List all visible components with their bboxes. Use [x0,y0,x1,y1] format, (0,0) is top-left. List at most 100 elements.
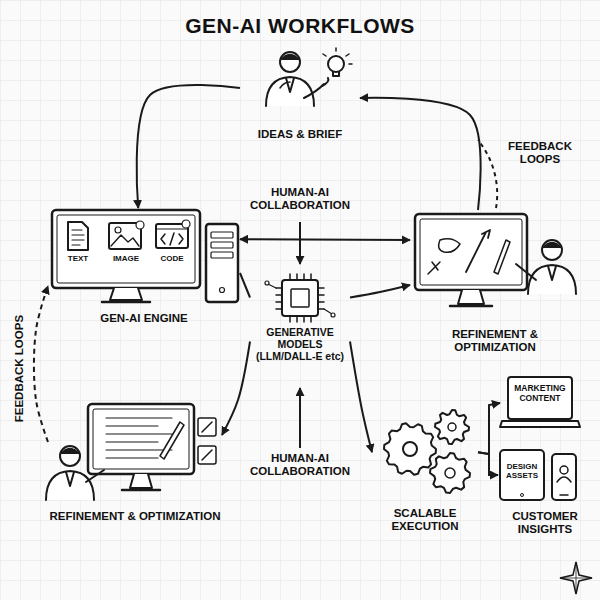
node-text: DESIGN ASSETS [498,462,546,480]
cross-tools [428,262,440,274]
phone-body [552,454,576,500]
tool-pencil [202,422,212,460]
compass-star [560,562,592,594]
person-hair [542,242,562,248]
node-engine: GEN-AI ENGINETEXTIMAGECODE [48,208,240,338]
flow-connector [240,273,250,298]
person-tie [66,472,74,486]
annotation-label: FEEDBACK LOOPS [13,309,26,429]
node-laptop: MARKETING CONTENT [500,375,580,431]
light-bulb [328,56,344,72]
person-head [542,240,562,260]
annotation-label: HUMAN-AI COLLABORATION [240,452,360,478]
laptop-screen [508,377,572,419]
raised-hand [304,84,324,98]
node-label: IMAGE [104,254,148,263]
flow-connector [240,238,410,241]
node-doc: TEXT [58,218,98,270]
monitor-inner [93,409,189,469]
node-refineL: REFINEMENT & OPTIMIZATION [48,400,222,540]
person-body [46,471,94,500]
gear [435,410,469,444]
text-line [106,457,158,458]
text-line [106,433,172,434]
node-illustration [372,405,478,540]
chip-core [291,289,309,307]
working-arm [86,470,104,482]
document-lines [72,230,84,245]
flow-connector [360,98,481,210]
document-icon [68,222,88,250]
node-label: CODE [152,254,192,263]
code-gear [182,220,190,228]
monitor-inner [57,215,195,283]
node-code: CODE [152,218,192,270]
node-label: MARKETING CONTENT [508,384,572,404]
flow-connector [350,285,410,298]
annotation-label: FEEDBACK LOOPS [500,140,580,166]
text-line [106,441,158,442]
person-tie [548,266,556,280]
monitor-stand [110,288,142,300]
node-label: REFINEMENT & OPTIMIZATION [48,510,222,523]
bulb-rays [323,48,352,64]
person-body [266,77,314,106]
monitor-base [122,489,160,492]
node-illustration [250,270,350,380]
compass-star [560,562,592,594]
flow-connector [478,452,498,475]
node-illustration [548,452,578,502]
flow-connector [34,286,48,442]
monitor-stand [458,290,484,304]
annotation-label: HUMAN-AI COLLABORATION [235,186,365,212]
node-text: SCALABLE EXECUTION [372,507,478,533]
node-idea: IDEAS & BRIEF [240,48,360,148]
monitor-base [450,305,492,308]
picture-sun [115,227,121,233]
tower-button [220,288,225,293]
node-chip: GENERATIVE MODELS (LLM/DALL-E etc) [250,270,350,380]
gear-hub [403,442,417,456]
paint-palette [439,239,460,253]
tower-slot [211,242,233,248]
gear-hub [448,423,456,431]
node-text: TEXT [58,254,98,263]
chin-hand [280,82,290,88]
chip-body [282,280,318,316]
person-hair [60,448,80,454]
picture-gear [136,221,144,229]
node-label: SCALABLE EXECUTION [372,507,478,533]
monitor-stand [130,474,152,488]
raised-hand [322,78,328,86]
phone-user-head [560,466,568,474]
node-label: REFINEMENT & OPTIMIZATION [425,328,565,354]
node-text: CODE [152,254,192,263]
gear [384,423,436,474]
node-pic: IMAGE [104,218,148,270]
monitor-screen [88,404,194,474]
server-tower [206,224,238,302]
node-text: GENERATIVE MODELS (LLM/DALL-E etc) [250,326,350,362]
node-refineR: REFINEMENT & OPTIMIZATION [410,210,580,360]
person-tie [286,78,294,92]
node-text: IDEAS & BRIEF [240,128,360,141]
picture-mountain [111,235,139,246]
node-text: MARKETING CONTENT [508,384,572,404]
flow-connector [350,342,372,453]
phone-user-body [557,477,571,482]
node-label: TEXT [58,254,98,263]
monitor-inner [420,219,522,285]
flow-connector [222,342,250,436]
paint-brush [466,230,490,272]
tablet-button [521,494,524,497]
laptop-base [500,421,580,427]
diagram-title: GEN-AI WORKFLOWS [0,14,600,38]
tower-slot [211,232,233,238]
text-line [106,425,158,426]
collaboration-arrow [299,388,301,448]
text-line [106,417,172,418]
node-text: CUSTOMER INSIGHTS [500,510,590,536]
node-text: IMAGE [104,254,148,263]
node-phone: CUSTOMER INSIGHTS [548,452,578,540]
